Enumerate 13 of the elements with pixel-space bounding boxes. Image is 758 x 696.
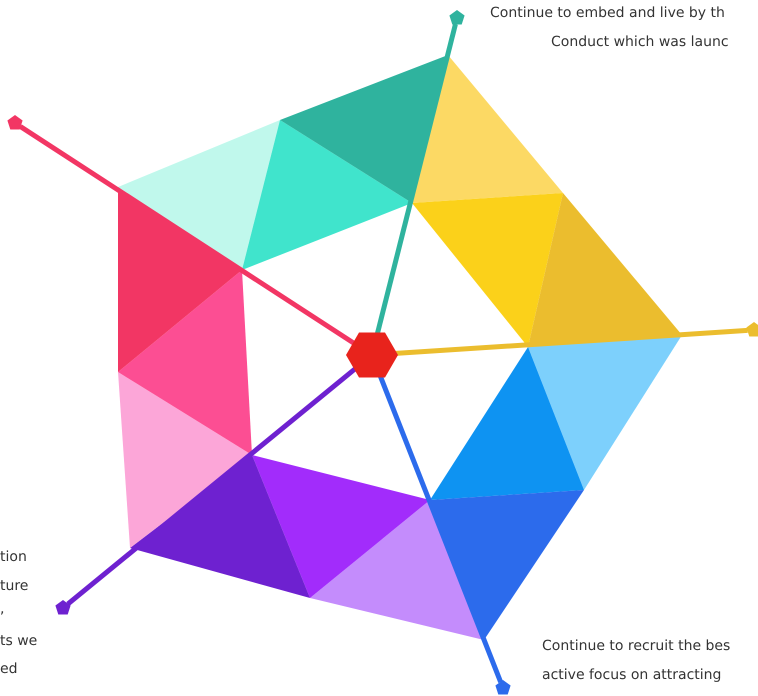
spoke-line [374,24,458,334]
description-text: Continue to recruit the bes [542,637,730,655]
spoke-line [66,367,356,606]
description-text: ed [0,660,18,678]
description-text: Continue to embed and live by th [490,4,725,22]
description-text: tion [0,548,27,566]
spoke-line [19,124,355,346]
spoke-line [394,328,748,356]
description-text: ture [0,577,28,595]
description-text: Conduct which was launc [551,33,729,51]
description-text: ts we [0,632,38,650]
description-text: , [0,600,4,618]
description-text: active focus on attracting [542,666,722,684]
